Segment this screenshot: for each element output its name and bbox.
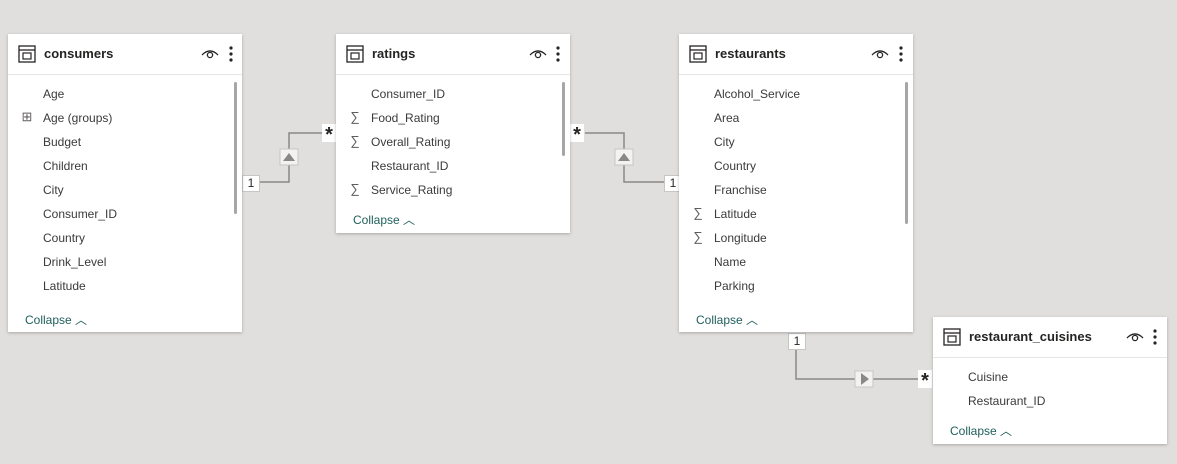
field-item[interactable]: Children xyxy=(43,159,88,173)
field-item[interactable]: Age xyxy=(43,87,65,101)
field-item[interactable]: Country xyxy=(714,159,757,173)
cardinality-one-label: 1 xyxy=(788,333,806,350)
table-title: consumers xyxy=(44,46,114,61)
field-item[interactable]: Name xyxy=(714,255,747,269)
collapse-label: Collapse xyxy=(696,313,743,327)
collapse-button[interactable]: Collapse ︿ xyxy=(353,211,415,228)
cross-filter-arrow-up[interactable] xyxy=(614,148,634,166)
field-item[interactable]: Area xyxy=(714,111,740,125)
table-title: restaurant_cuisines xyxy=(969,329,1092,344)
field-item[interactable]: Restaurant_ID xyxy=(371,159,449,173)
field-item[interactable]: Consumer_ID xyxy=(371,87,446,101)
eye-icon[interactable] xyxy=(1126,330,1144,344)
field-item[interactable]: Service_Rating xyxy=(371,183,453,197)
collapse-label: Collapse xyxy=(353,213,400,227)
field-item[interactable]: City xyxy=(43,183,64,197)
collapse-label: Collapse xyxy=(950,424,997,438)
table-title: restaurants xyxy=(715,46,786,61)
sum-icon: ∑ xyxy=(693,229,703,244)
relationship-line-restaurants-cuisines xyxy=(795,348,918,380)
table-icon xyxy=(689,45,707,63)
chevron-up-icon: ︿ xyxy=(746,313,759,327)
field-item[interactable]: Food_Rating xyxy=(371,111,440,125)
field-item[interactable]: Longitude xyxy=(714,231,767,245)
table-card-header[interactable]: restaurants xyxy=(679,34,913,75)
chevron-up-icon: ︿ xyxy=(1000,424,1013,438)
sum-icon: ∑ xyxy=(693,205,703,220)
cardinality-many-label: * xyxy=(918,370,932,392)
table-card-header[interactable]: consumers xyxy=(8,34,242,75)
field-item[interactable]: City xyxy=(714,135,735,149)
sum-icon: ∑ xyxy=(350,181,360,196)
more-options-icon[interactable] xyxy=(1153,329,1157,345)
field-item[interactable]: Franchise xyxy=(714,183,767,197)
table-card-consumers[interactable]: consumers Age ⊞ Age (groups) Budget Chil… xyxy=(8,34,242,332)
table-icon xyxy=(943,328,961,346)
field-item[interactable]: Age (groups) xyxy=(43,111,113,125)
collapse-button[interactable]: Collapse ︿ xyxy=(696,311,758,328)
hierarchy-icon: ⊞ xyxy=(21,109,33,124)
field-item[interactable]: Latitude xyxy=(43,279,86,293)
field-item[interactable]: Restaurant_ID xyxy=(968,394,1046,408)
collapse-button[interactable]: Collapse ︿ xyxy=(25,311,87,328)
table-card-header[interactable]: restaurant_cuisines xyxy=(933,317,1167,358)
table-card-restaurants[interactable]: restaurants Alcohol_Service Area City Co… xyxy=(679,34,913,332)
table-icon xyxy=(18,45,36,63)
cardinality-many-label: * xyxy=(570,124,584,146)
eye-icon[interactable] xyxy=(871,47,889,61)
eye-icon[interactable] xyxy=(529,47,547,61)
field-item[interactable]: Consumer_ID xyxy=(43,207,118,221)
sum-icon: ∑ xyxy=(350,109,360,124)
cardinality-one-label: 1 xyxy=(664,175,682,192)
more-options-icon[interactable] xyxy=(899,46,903,62)
field-item[interactable]: Alcohol_Service xyxy=(714,87,801,101)
field-item[interactable]: Budget xyxy=(43,135,82,149)
sum-icon: ∑ xyxy=(350,133,360,148)
field-item[interactable]: Overall_Rating xyxy=(371,135,451,149)
table-card-ratings[interactable]: ratings Consumer_ID ∑ Food_Rating ∑ Over… xyxy=(336,34,570,233)
cardinality-many-label: * xyxy=(322,124,336,146)
scrollbar[interactable] xyxy=(905,82,908,224)
scrollbar[interactable] xyxy=(562,82,565,156)
field-item[interactable]: Drink_Level xyxy=(43,255,107,269)
more-options-icon[interactable] xyxy=(556,46,560,62)
collapse-button[interactable]: Collapse ︿ xyxy=(950,422,1012,439)
more-options-icon[interactable] xyxy=(229,46,233,62)
eye-icon[interactable] xyxy=(201,47,219,61)
collapse-label: Collapse xyxy=(25,313,72,327)
table-card-header[interactable]: ratings xyxy=(336,34,570,75)
cardinality-one-label: 1 xyxy=(242,175,260,192)
chevron-up-icon: ︿ xyxy=(75,313,88,327)
scrollbar[interactable] xyxy=(234,82,237,214)
field-item[interactable]: Latitude xyxy=(714,207,757,221)
cross-filter-arrow-right[interactable] xyxy=(854,370,874,388)
field-item[interactable]: Cuisine xyxy=(968,370,1009,384)
table-card-restaurant-cuisines[interactable]: restaurant_cuisines Cuisine Restaurant_I… xyxy=(933,317,1167,444)
field-item[interactable]: Parking xyxy=(714,279,755,293)
table-title: ratings xyxy=(372,46,416,61)
cross-filter-arrow-up[interactable] xyxy=(279,148,299,166)
chevron-up-icon: ︿ xyxy=(403,213,416,227)
table-icon xyxy=(346,45,364,63)
field-item[interactable]: Country xyxy=(43,231,86,245)
